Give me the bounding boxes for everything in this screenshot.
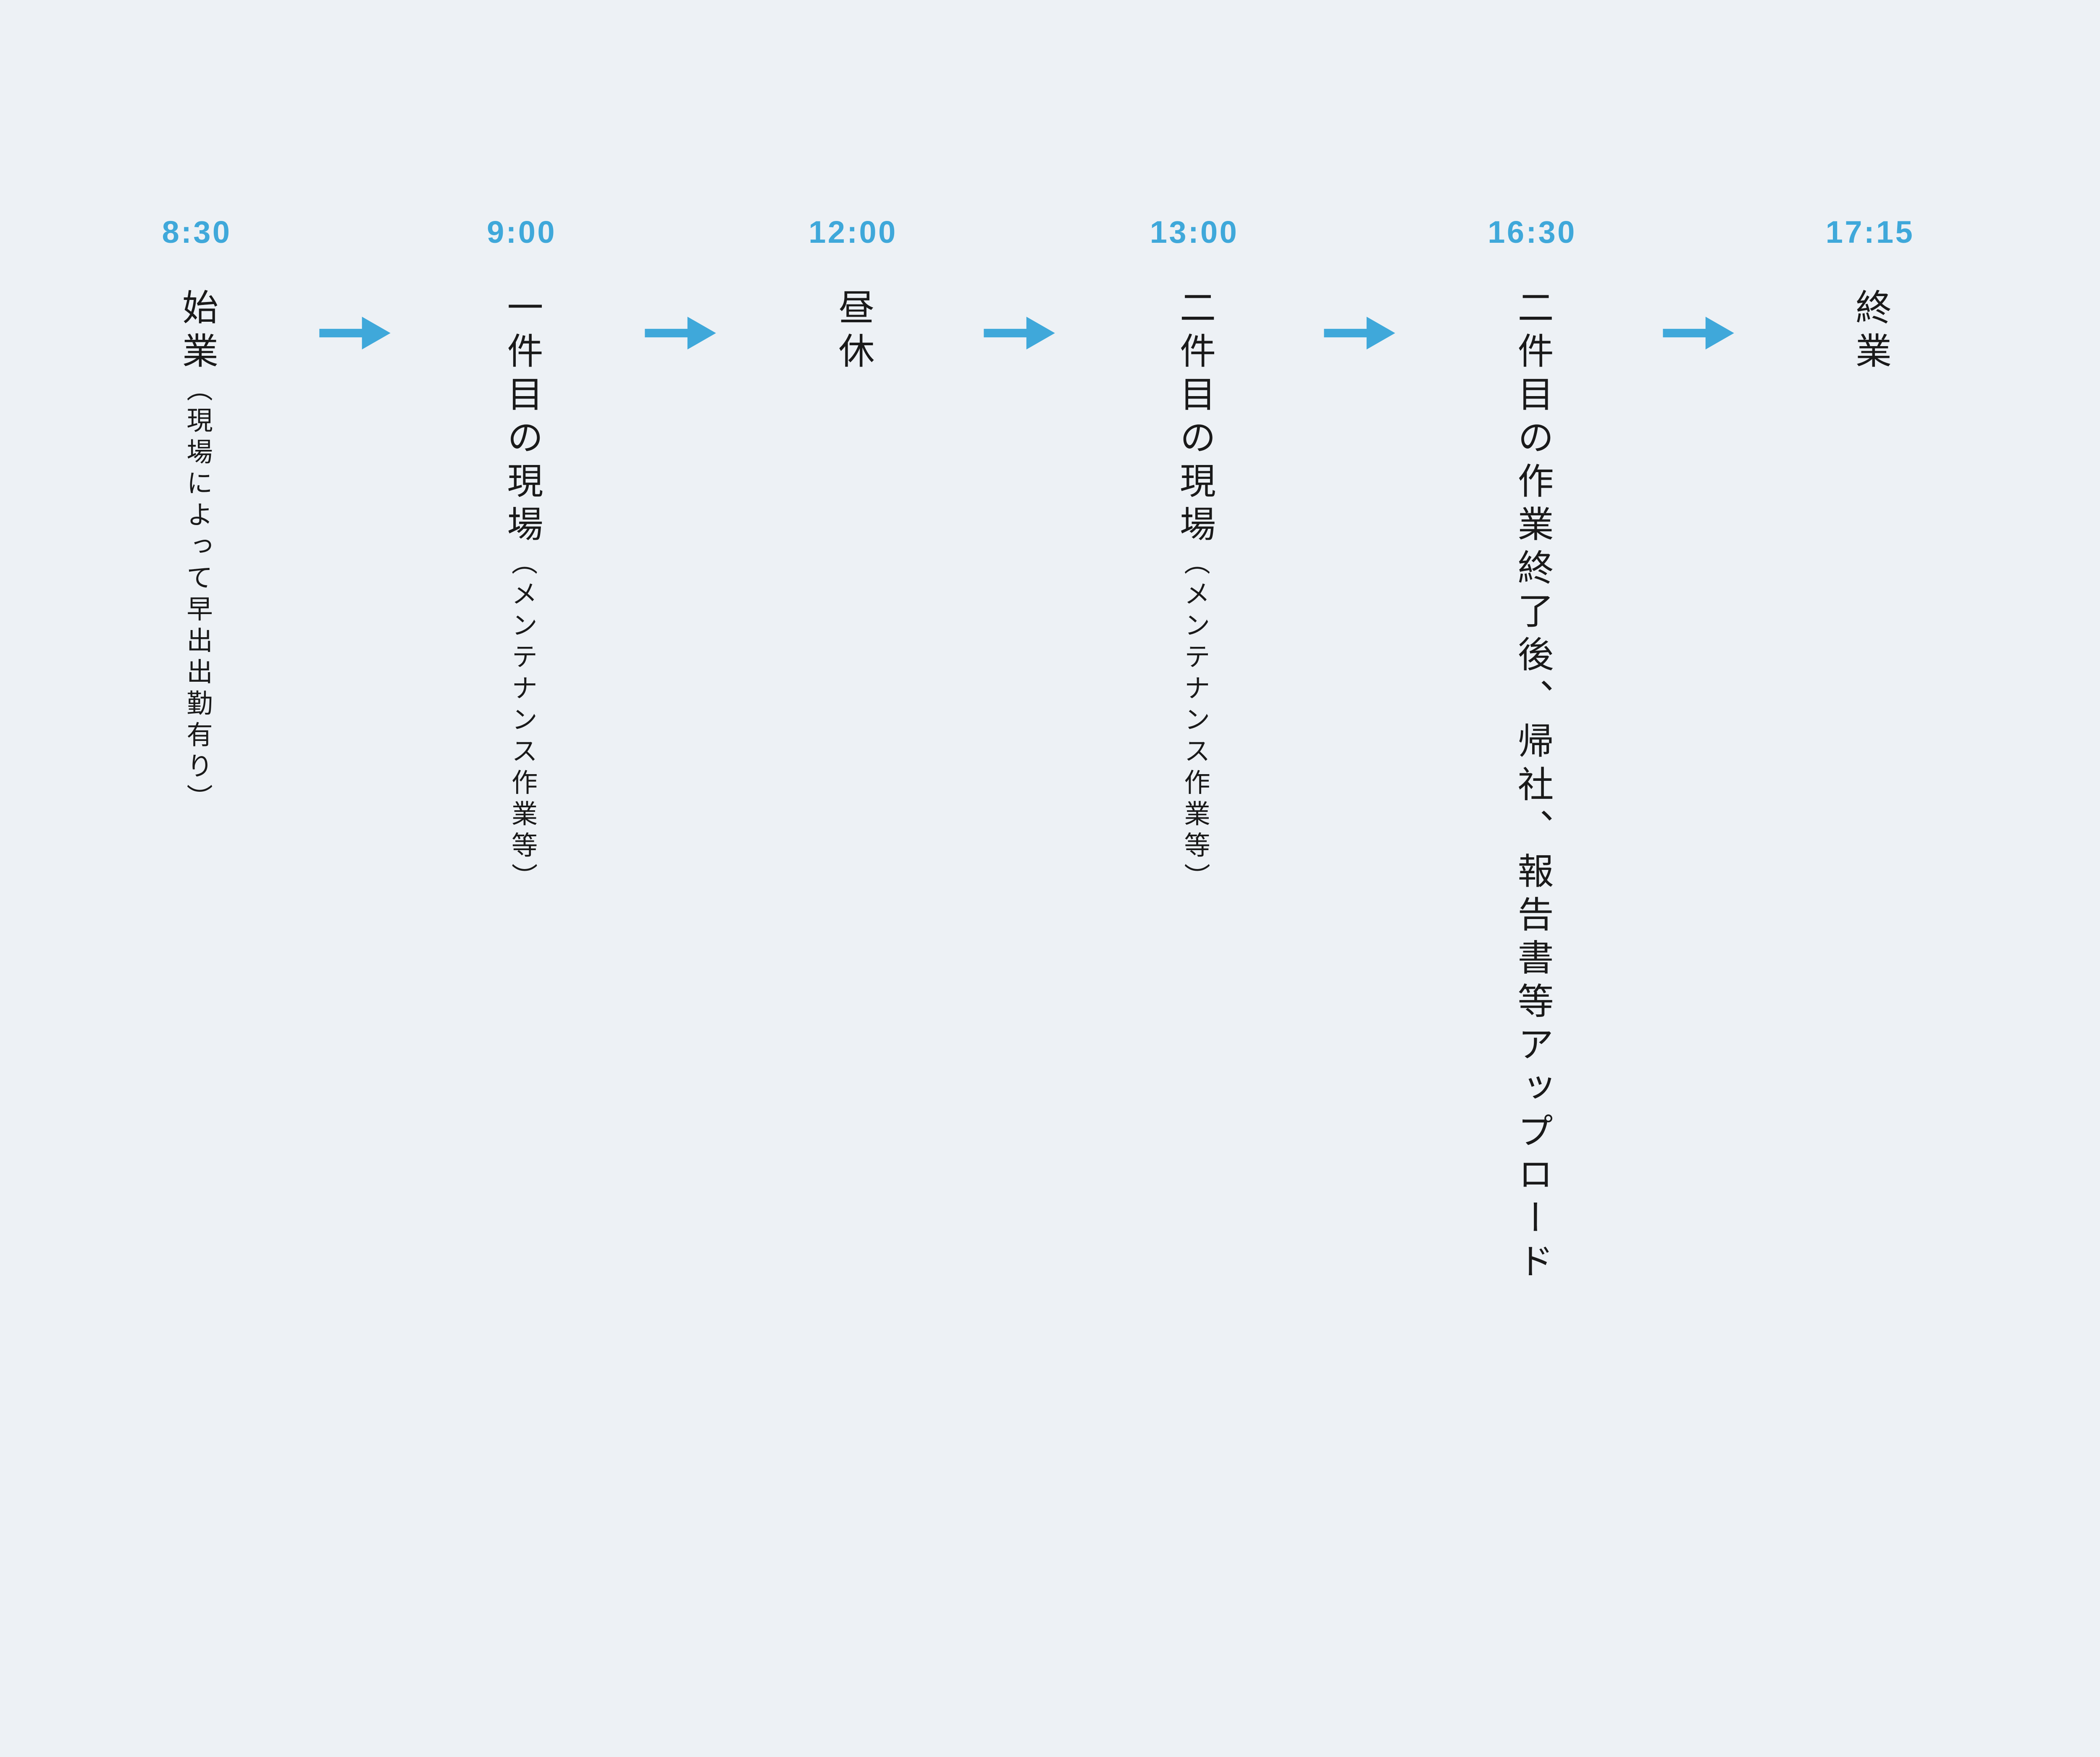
right-arrow-icon [319, 317, 391, 349]
stage-time: 17:15 [1825, 214, 1915, 249]
stage-label: 昼休 [833, 289, 873, 376]
stage-label: 一件目の現場 [501, 289, 542, 549]
stage-text: 二件目の作業終了後、帰社、報告書等アップロード [1512, 289, 1552, 1286]
stage-label: 始業 [176, 289, 217, 376]
stage-time: 9:00 [487, 214, 556, 249]
stage-note: （現場によって早出出勤有り） [182, 375, 212, 815]
right-arrow-icon [645, 317, 716, 349]
stage-note: （メンテナンス作業等） [1180, 549, 1209, 895]
right-arrow-icon [1663, 317, 1734, 349]
stage-text: 二件目の現場（メンテナンス作業等） [1174, 289, 1215, 895]
stage-text: 一件目の現場（メンテナンス作業等） [501, 289, 542, 895]
stage-text: 昼休 [833, 289, 873, 376]
stage-label: 二件目の作業終了後、帰社、報告書等アップロード [1512, 289, 1552, 1286]
stage-shigyo: 8:30 始業（現場によって早出出勤有り） [162, 214, 232, 815]
stage-text: 始業（現場によって早出出勤有り） [176, 289, 217, 815]
stage-time: 13:00 [1150, 214, 1239, 249]
stage-note: （メンテナンス作業等） [507, 549, 536, 895]
stage-time: 16:30 [1488, 214, 1577, 249]
right-arrow-icon [984, 317, 1055, 349]
stage-first-site: 9:00 一件目の現場（メンテナンス作業等） [487, 214, 556, 895]
daily-schedule-timeline: 8:30 始業（現場によって早出出勤有り） 9:00 一件目の現場（メンテナンス… [162, 214, 1915, 1286]
stage-text: 終業 [1850, 289, 1890, 376]
stage-second-site: 13:00 二件目の現場（メンテナンス作業等） [1150, 214, 1239, 895]
stage-time: 12:00 [808, 214, 898, 249]
stage-time: 8:30 [162, 214, 232, 249]
stage-lunch: 12:00 昼休 [808, 214, 898, 376]
stage-label: 終業 [1850, 289, 1890, 376]
stage-return-report: 16:30 二件目の作業終了後、帰社、報告書等アップロード [1488, 214, 1577, 1286]
stage-label: 二件目の現場 [1174, 289, 1215, 549]
stage-shugyo: 17:15 終業 [1825, 214, 1915, 376]
right-arrow-icon [1324, 317, 1395, 349]
